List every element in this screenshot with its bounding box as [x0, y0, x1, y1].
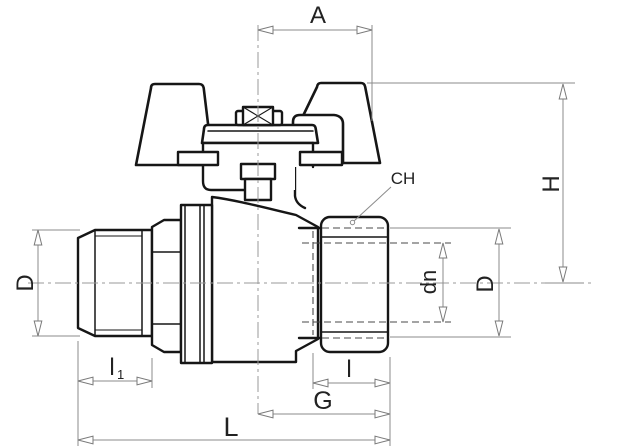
dimension-A: A: [257, 2, 373, 121]
dim-label-D-right: D: [472, 275, 499, 292]
dimension-L: L: [77, 357, 391, 446]
dimension-G: G: [257, 387, 391, 419]
tailpiece: [297, 226, 324, 340]
dim-label-G: G: [313, 387, 332, 415]
stem-nut: [234, 105, 284, 127]
callout-CH: CH: [349, 169, 416, 226]
female-nut: [319, 215, 390, 354]
handle-cap: [200, 123, 320, 145]
valve-center-body: [210, 195, 320, 364]
centerlines: [28, 25, 592, 414]
body-hex-section: [150, 218, 183, 354]
leader-dot: [349, 219, 356, 226]
dim-label-l1-subscript: 1: [117, 367, 124, 382]
union-flange: [179, 203, 214, 365]
dim-label-l1: l: [109, 354, 114, 381]
butterfly-handle-group: [134, 81, 382, 202]
dim-label-D-left: D: [12, 274, 39, 291]
handle-left-wing: [134, 82, 215, 167]
dim-label-dn: dn: [416, 270, 441, 294]
dim-label-A: A: [310, 2, 326, 29]
handle-stop-right: [298, 150, 344, 167]
body-neck: [293, 165, 307, 210]
dimension-l: l: [312, 353, 391, 389]
dimension-D-left: D: [12, 229, 80, 337]
dim-label-L: L: [223, 412, 238, 442]
dim-label-CH: CH: [391, 169, 416, 188]
dimension-l1: l 1: [77, 341, 153, 446]
dimension-H: H: [367, 82, 584, 284]
dimension-dn: dn: [416, 242, 448, 323]
dimension-D-right: D: [390, 227, 511, 338]
hidden-lines: [302, 227, 451, 339]
dim-label-H: H: [538, 175, 565, 192]
valve-body-group: [76, 165, 390, 365]
handle-stop-left: [176, 150, 220, 167]
dim-label-l: l: [346, 356, 351, 383]
